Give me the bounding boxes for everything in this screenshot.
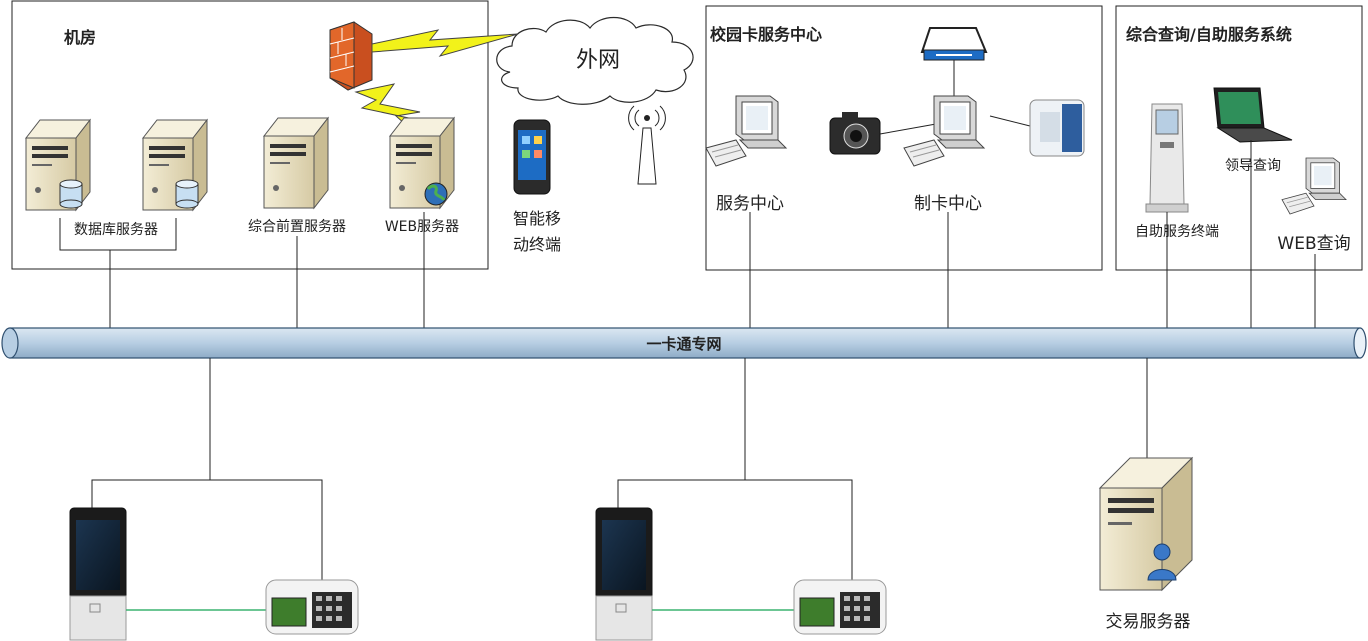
- web-query-label: WEB查询: [1277, 234, 1350, 254]
- card-printer-icon: [1029, 99, 1085, 157]
- card-center-frame: [705, 5, 1103, 271]
- internet-cloud-icon: [496, 16, 694, 105]
- card-making-pc-icon: [903, 95, 985, 167]
- db-servers-label: 数据库服务器: [74, 222, 158, 238]
- kiosk-icon: [1145, 103, 1189, 213]
- globe-icon: [424, 182, 448, 206]
- camera-icon: [829, 112, 881, 155]
- laptop-icon: [1213, 87, 1293, 143]
- internet-label: 外网: [576, 48, 620, 73]
- face-terminal-2-icon: [595, 507, 653, 641]
- machine-room-title: 机房: [64, 28, 96, 47]
- user-icon: [1147, 543, 1177, 581]
- query-system-frame: [1115, 5, 1363, 271]
- transaction-server-label: 交易服务器: [1106, 612, 1191, 632]
- database-icon: [59, 179, 83, 209]
- front-server-icon: [263, 117, 329, 209]
- backbone-pipe: [1, 327, 1367, 359]
- firewall-icon: [329, 21, 373, 91]
- terminal-connectors: [91, 358, 1148, 582]
- scanner-icon: [920, 27, 988, 61]
- web-query-pc-icon: [1281, 157, 1347, 215]
- smartphone-icon: [513, 119, 551, 195]
- card-reader-2-icon: [793, 579, 887, 635]
- card-making-label: 制卡中心: [914, 194, 982, 214]
- service-center-pc-icon: [705, 95, 787, 167]
- web-server-label: WEB服务器: [385, 219, 459, 235]
- backbone-label: 一卡通专网: [646, 335, 721, 353]
- card-center-title: 校园卡服务中心: [710, 25, 822, 44]
- transaction-server-icon: [1098, 456, 1194, 592]
- leader-query-label: 领导查询: [1225, 158, 1281, 174]
- kiosk-label: 自助服务终端: [1135, 224, 1219, 240]
- front-server-label: 综合前置服务器: [248, 218, 346, 235]
- card-printer-link: [989, 115, 1031, 127]
- service-center-label: 服务中心: [716, 194, 784, 214]
- camera-link: [879, 123, 937, 135]
- face-terminal-1-icon: [69, 507, 127, 641]
- mobile-label-line1: 智能移: [513, 209, 561, 228]
- backbone-connectors: [109, 140, 1316, 328]
- machine-room-frame: [11, 0, 489, 270]
- card-reader-1-icon: [265, 579, 359, 635]
- db-servers-bracket: [59, 218, 177, 251]
- query-system-title: 综合查询/自助服务系统: [1126, 25, 1292, 44]
- antenna-icon: [628, 105, 666, 185]
- database-icon: [175, 179, 199, 209]
- mobile-label-line2: 动终端: [513, 235, 561, 254]
